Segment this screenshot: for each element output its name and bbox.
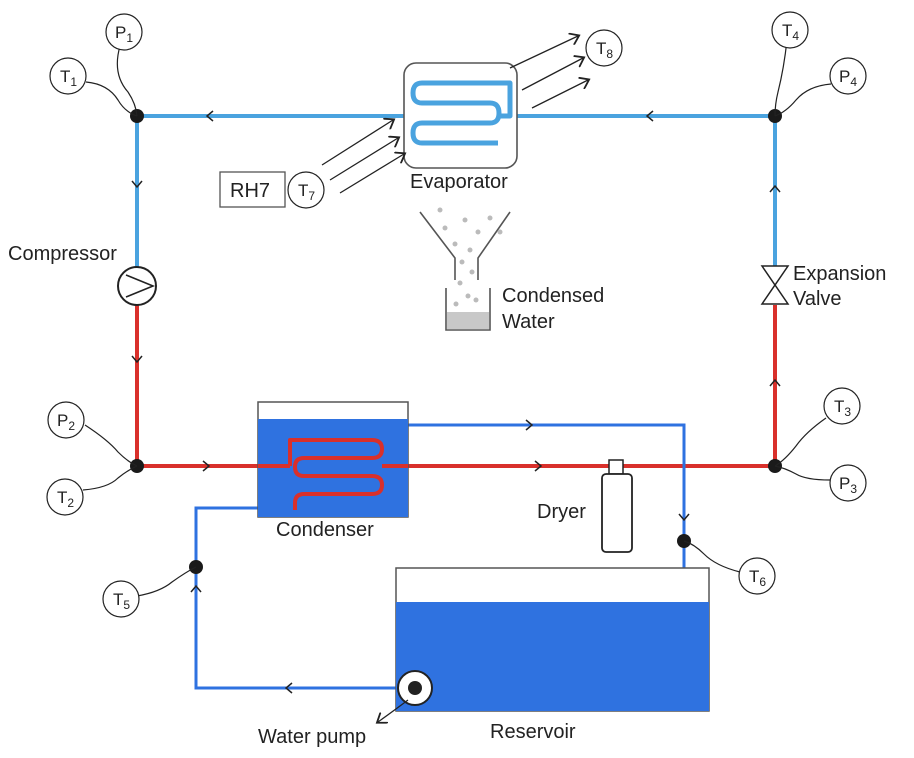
svg-text:T2: T2 bbox=[57, 488, 74, 510]
condensed-water-label-line1: Condensed bbox=[502, 285, 604, 307]
sensor-t7: T7 bbox=[287, 171, 325, 209]
svg-text:T8: T8 bbox=[596, 39, 613, 61]
reservoir-label: Reservoir bbox=[490, 721, 576, 743]
sensor-t8: T8 bbox=[585, 29, 623, 67]
rh-sensor-box bbox=[219, 171, 286, 208]
condensed-water-label-line2: Water bbox=[502, 311, 555, 333]
water-pump bbox=[378, 670, 433, 722]
water-return-line bbox=[194, 506, 398, 690]
svg-text:P4: P4 bbox=[839, 67, 857, 89]
rh-sensor-label: RH7 bbox=[230, 180, 270, 202]
sensor-t3: T3 bbox=[823, 387, 861, 425]
sensor-leaders bbox=[82, 39, 832, 597]
svg-text:P3: P3 bbox=[839, 474, 857, 496]
expansion-valve bbox=[760, 265, 790, 305]
dryer bbox=[601, 459, 633, 553]
compressor bbox=[117, 266, 157, 306]
water-pump-label: Water pump bbox=[258, 726, 366, 748]
svg-text:T6: T6 bbox=[749, 567, 766, 589]
sensor-p2: P2 bbox=[47, 401, 85, 439]
sensor-p4: P4 bbox=[829, 57, 867, 95]
evaporator-label: Evaporator bbox=[410, 171, 508, 193]
sensor-t2: T2 bbox=[46, 478, 84, 516]
outlet-air-arrows bbox=[509, 36, 588, 109]
sensor-t6: T6 bbox=[738, 557, 776, 595]
sensor-t4: T4 bbox=[771, 11, 809, 49]
svg-text:T5: T5 bbox=[113, 590, 130, 612]
compressor-label: Compressor bbox=[8, 243, 117, 265]
svg-text:P1: P1 bbox=[115, 23, 133, 45]
inlet-air-arrows bbox=[321, 120, 404, 194]
svg-text:P2: P2 bbox=[57, 411, 75, 433]
reservoir bbox=[395, 567, 710, 712]
condenser bbox=[257, 401, 409, 518]
sensor-p3: P3 bbox=[829, 464, 867, 502]
expansion-valve-label-line2: Valve bbox=[793, 288, 842, 310]
dryer-label: Dryer bbox=[537, 501, 586, 523]
expansion-valve-label-line1: Expansion bbox=[793, 263, 886, 285]
evaporator bbox=[403, 62, 518, 169]
condensed-water-collector bbox=[419, 207, 511, 331]
sensor-t5: T5 bbox=[102, 580, 140, 618]
svg-text:T3: T3 bbox=[834, 397, 851, 419]
svg-text:T4: T4 bbox=[782, 21, 799, 43]
sensor-t1: T1 bbox=[49, 57, 87, 95]
svg-text:T1: T1 bbox=[60, 67, 77, 89]
condenser-label: Condenser bbox=[276, 519, 374, 541]
svg-text:T7: T7 bbox=[298, 181, 315, 203]
sensor-p1: P1 bbox=[105, 13, 143, 51]
flow-arrows bbox=[131, 110, 781, 694]
